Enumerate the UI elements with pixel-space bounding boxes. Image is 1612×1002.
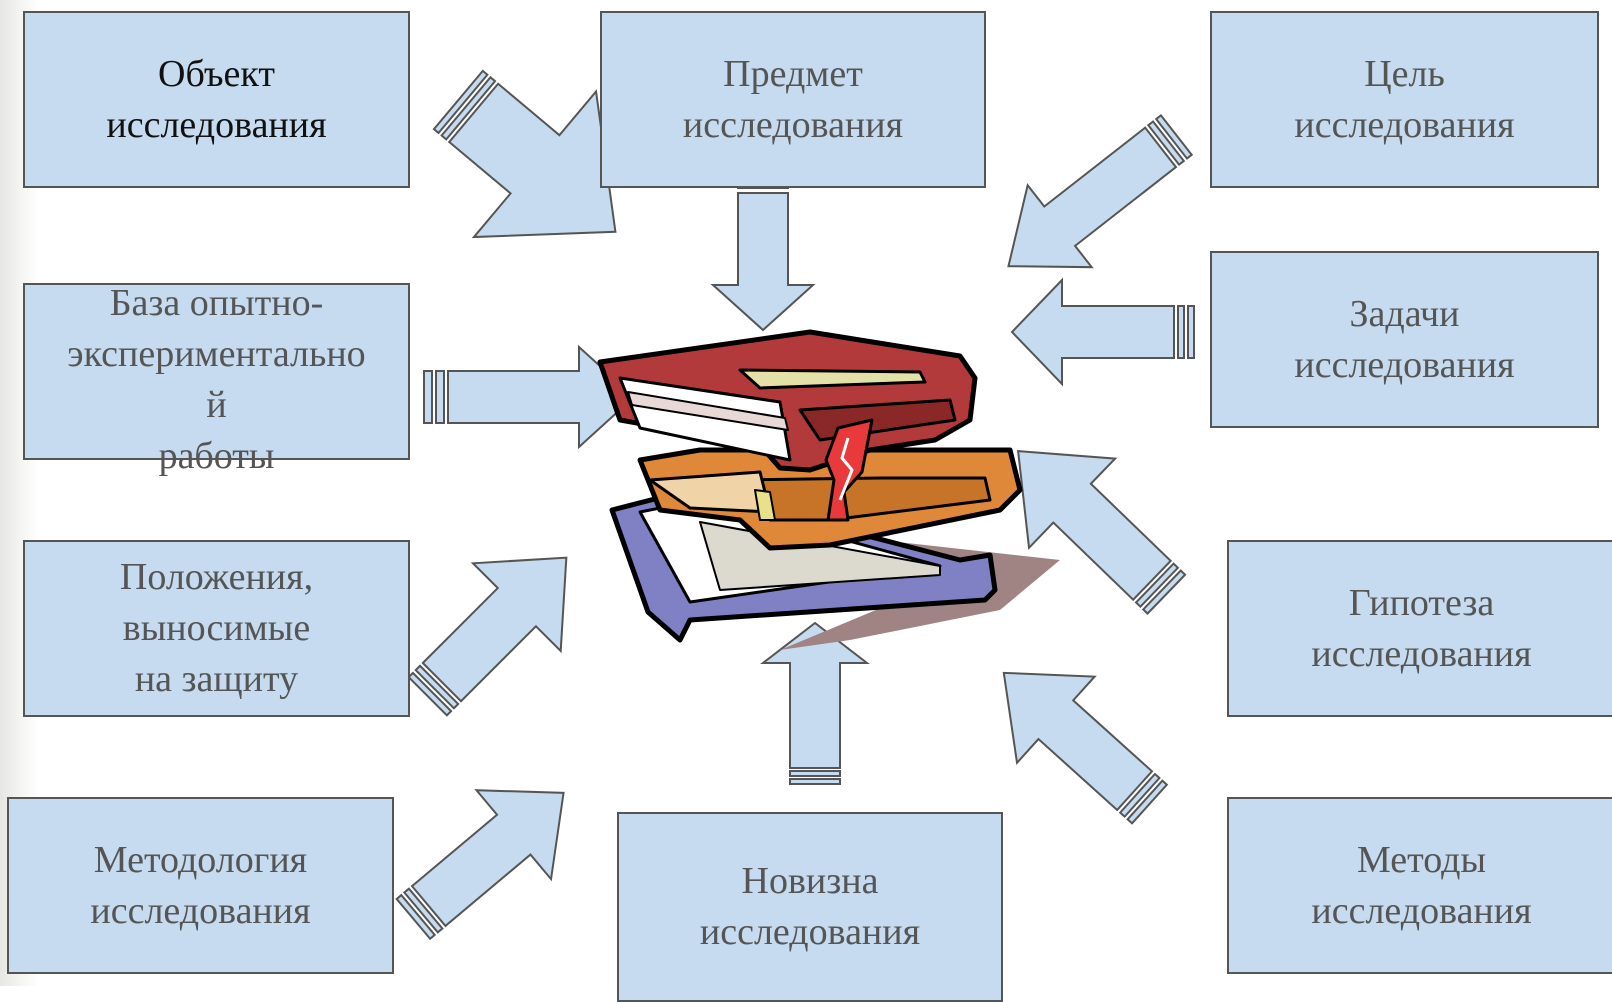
arrow-object [432, 69, 617, 239]
arrow-base [423, 344, 636, 450]
arrow-methods [1002, 671, 1169, 825]
arrow-methodology [395, 789, 565, 941]
node-base-label: База опытно- экспериментально й работы [67, 281, 366, 477]
node-goal: Цель исследования [1210, 11, 1599, 188]
node-subject-label: Предмет исследования [682, 52, 904, 146]
node-tasks: Задачи исследования [1210, 251, 1599, 428]
node-tasks-label: Задачи исследования [1294, 292, 1515, 386]
node-object: Объект исследования [23, 11, 410, 188]
arrow-hypothesis [1017, 449, 1187, 616]
arrow-tasks [1010, 277, 1195, 387]
arrow-goal [1007, 113, 1194, 269]
node-methods-label: Методы исследования [1311, 838, 1532, 932]
arrow-novelty [760, 621, 870, 785]
node-positions-label: Положения, выносимые на защиту [119, 556, 314, 700]
node-object-label: Объект исследования [106, 52, 327, 146]
node-subject: Предмет исследования [600, 11, 986, 188]
node-goal-label: Цель исследования [1294, 52, 1515, 146]
node-methods: Методы исследования [1227, 797, 1612, 974]
node-hypothesis-label: Гипотеза исследования [1311, 581, 1532, 675]
node-methodology: Методология исследования [7, 797, 394, 974]
node-novelty-label: Новизна исследования [699, 860, 921, 953]
arrow-positions [407, 556, 568, 717]
node-methodology-label: Методология исследования [90, 838, 311, 932]
node-novelty: Новизна исследования [617, 812, 1003, 1002]
arrow-subject [710, 174, 816, 332]
node-hypothesis: Гипотеза исследования [1227, 540, 1612, 717]
node-positions: Положения, выносимые на защиту [23, 540, 410, 717]
node-base: База опытно- экспериментально й работы [23, 282, 410, 477]
books-stack-icon [597, 329, 1060, 650]
